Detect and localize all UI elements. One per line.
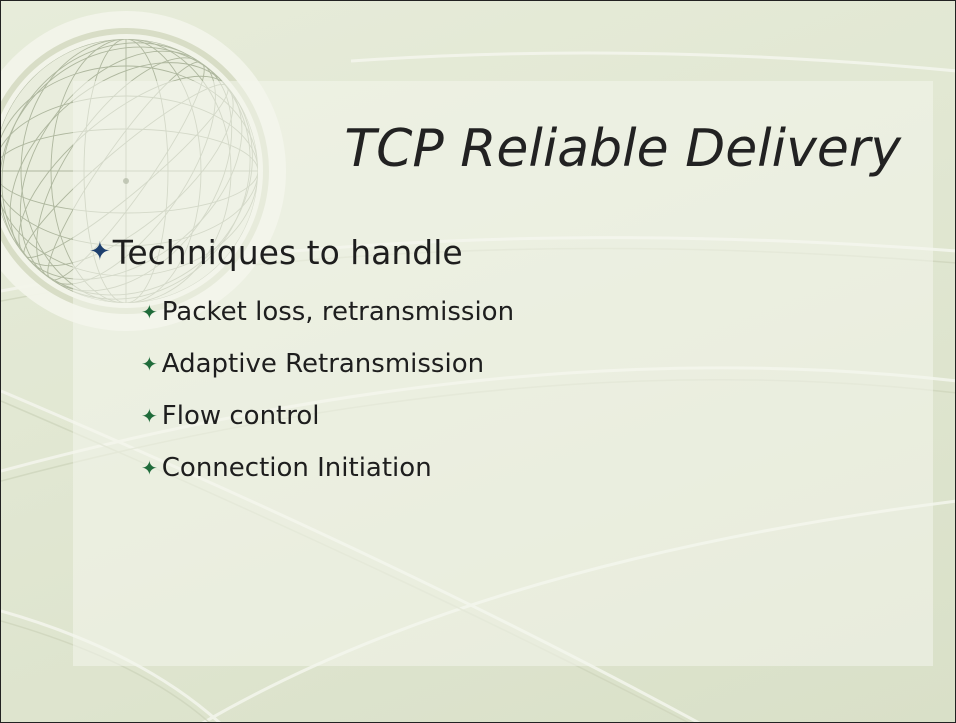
sub-bullet-item: ✦ Flow control xyxy=(141,390,514,442)
content-panel xyxy=(73,81,933,666)
sub-bullet-text: Flow control xyxy=(161,401,320,431)
sub-bullet-text: Connection Initiation xyxy=(161,453,432,483)
sub-bullet-item: ✦ Packet loss, retransmission xyxy=(141,286,514,338)
star-bullet-icon: ✦ xyxy=(141,300,158,324)
slide-title: TCP Reliable Delivery xyxy=(344,119,901,179)
star-bullet-icon: ✦ xyxy=(89,236,111,267)
star-bullet-icon: ✦ xyxy=(141,352,158,376)
bullet-item: ✦ Techniques to handle xyxy=(89,233,463,272)
star-bullet-icon: ✦ xyxy=(141,456,158,480)
sub-bullet-item: ✦ Adaptive Retransmission xyxy=(141,338,514,390)
sub-bullet-text: Packet loss, retransmission xyxy=(161,297,515,327)
sub-bullet-list: ✦ Packet loss, retransmission ✦ Adaptive… xyxy=(141,286,514,494)
bullet-text: Techniques to handle xyxy=(112,233,463,272)
sub-bullet-text: Adaptive Retransmission xyxy=(161,349,485,379)
star-bullet-icon: ✦ xyxy=(141,404,158,428)
sub-bullet-item: ✦ Connection Initiation xyxy=(141,442,514,494)
